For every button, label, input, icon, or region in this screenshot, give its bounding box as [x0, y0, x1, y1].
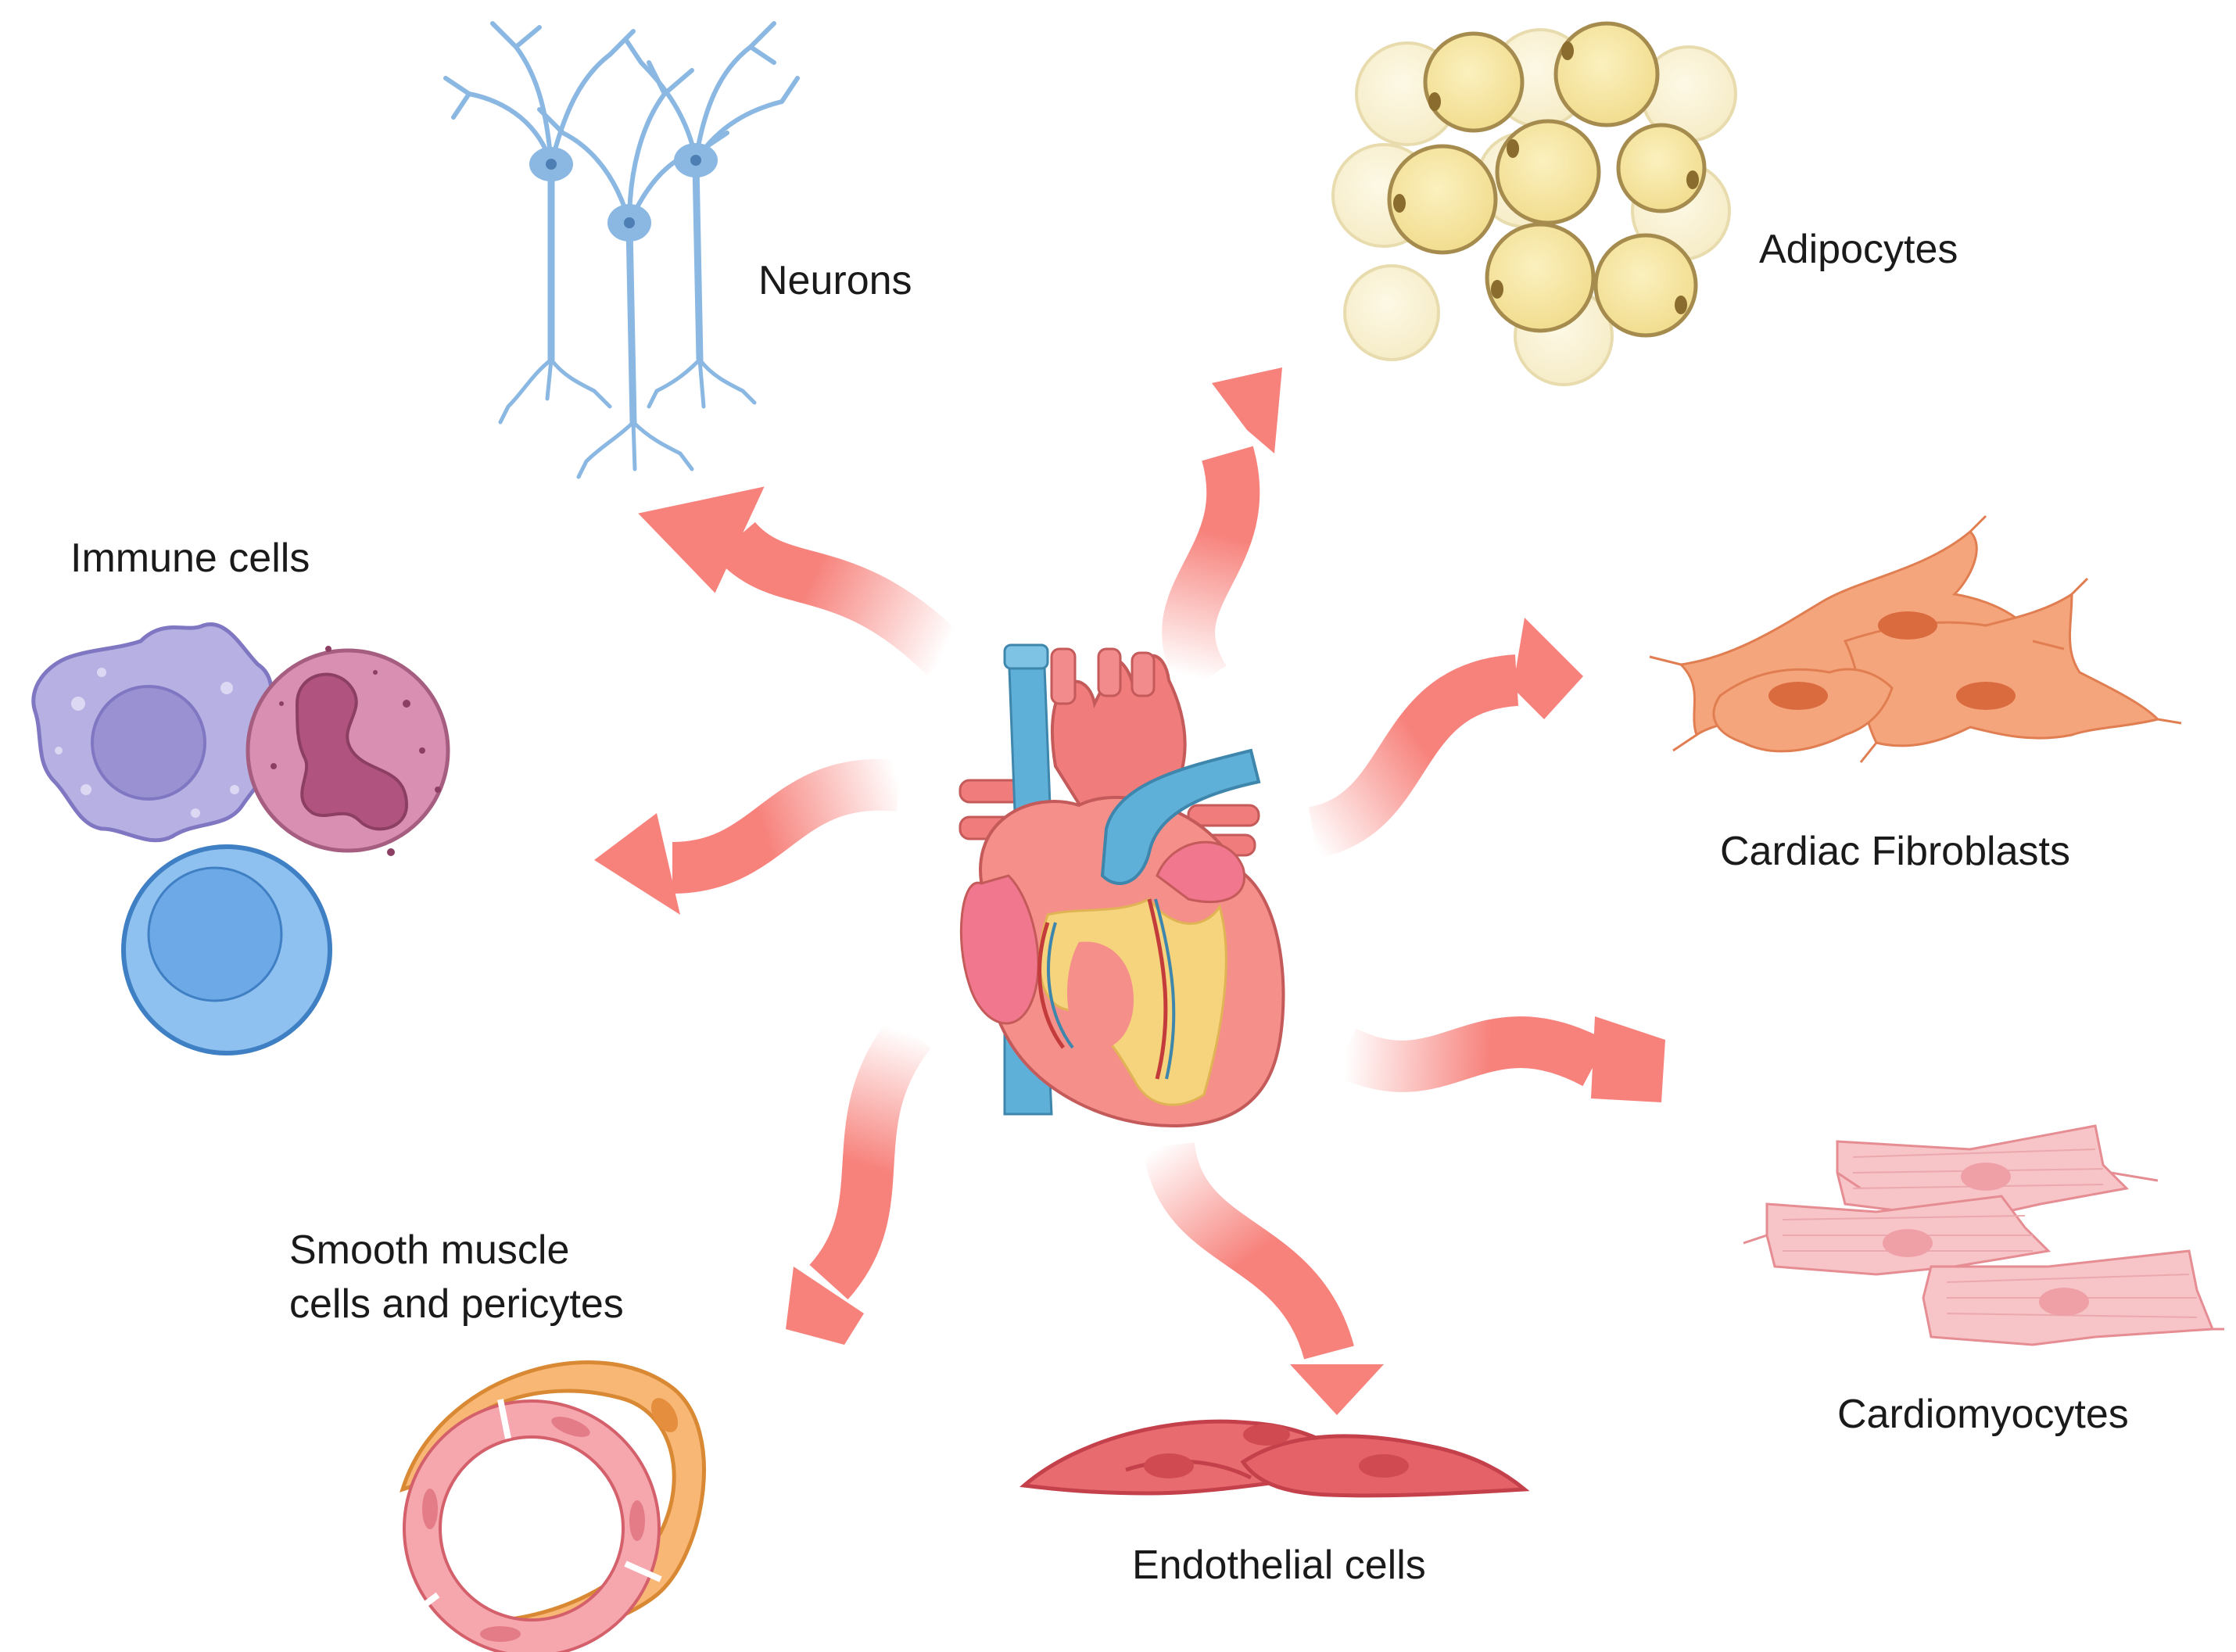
- arrow-icon: [1307, 654, 1520, 858]
- arrow-icon: [1143, 1141, 1354, 1360]
- neuron-cell-1: [443, 21, 636, 425]
- neuron-cell-3: [623, 21, 800, 409]
- label-immune-cells: Immune cells: [70, 536, 310, 581]
- cardiomyocyte-nucleus: [1961, 1163, 2011, 1191]
- arrow-head: [1513, 618, 1583, 719]
- arrow-head: [1212, 367, 1282, 453]
- arrow-to-adipocytes: [1162, 367, 1282, 695]
- arrow-to-neurons: [638, 486, 966, 676]
- cardiomyocyte-nucleus: [1883, 1229, 1933, 1257]
- immune-cell-icon: [31, 622, 450, 1055]
- cardiomyocyte-nucleus: [2039, 1288, 2089, 1316]
- arrow-to-smooth-muscle: [786, 1016, 932, 1345]
- fibroblast-nucleus: [1878, 611, 1937, 640]
- arrow-to-immune: [594, 758, 902, 915]
- label-neurons: Neurons: [758, 258, 912, 303]
- adipocyte-cluster-front: [1387, 21, 1707, 338]
- arrow-icon: [808, 1016, 932, 1300]
- heart-icon: [959, 643, 1285, 1128]
- arrow-head: [786, 1267, 864, 1345]
- vessel-ring: [404, 1401, 659, 1652]
- arrow-head: [594, 813, 680, 915]
- arrow-head: [1591, 1016, 1665, 1102]
- arrow-to-fibroblasts: [1307, 618, 1583, 858]
- arrow-to-cardiomyocytes: [1333, 1016, 1665, 1102]
- endothelial-nucleus: [1243, 1424, 1290, 1446]
- endothelial-nucleus: [1144, 1453, 1194, 1478]
- adipocyte-nuclei: [1393, 41, 1699, 314]
- adipocyte-icon: [1331, 21, 1737, 386]
- label-adipocytes: Adipocytes: [1759, 227, 1958, 272]
- endothelial-nucleus: [1359, 1454, 1409, 1478]
- label-smooth-muscle-line1: Smooth muscle: [289, 1227, 570, 1273]
- smooth-muscle-icon: [400, 1360, 706, 1652]
- cardiomyocyte-icon: [1743, 1124, 2224, 1346]
- label-endothelial-cells: Endothelial cells: [1132, 1543, 1426, 1588]
- label-smooth-muscle-line2: cells and pericytes: [289, 1281, 624, 1327]
- endothelial-cell-icon: [1019, 1419, 1530, 1498]
- label-smooth-muscle: Smooth muscle cells and pericytes: [289, 1224, 624, 1331]
- arrow-icon: [715, 521, 966, 676]
- fibroblast-icon: [1649, 514, 2182, 763]
- label-cardiac-fibroblasts: Cardiac Fibroblasts: [1720, 829, 2070, 874]
- arrow-icon: [1162, 446, 1260, 695]
- fibroblast-nucleus: [1956, 682, 2016, 710]
- arrow-icon: [671, 758, 902, 894]
- arrow-head: [638, 486, 765, 593]
- fibroblast-nucleus: [1768, 682, 1828, 710]
- arrow-icon: [1333, 1016, 1607, 1092]
- arrow-head: [1290, 1364, 1384, 1415]
- label-cardiomyocytes: Cardiomyocytes: [1837, 1392, 2129, 1437]
- neuron-icon: [443, 21, 800, 479]
- arrow-to-endothelial: [1143, 1141, 1384, 1415]
